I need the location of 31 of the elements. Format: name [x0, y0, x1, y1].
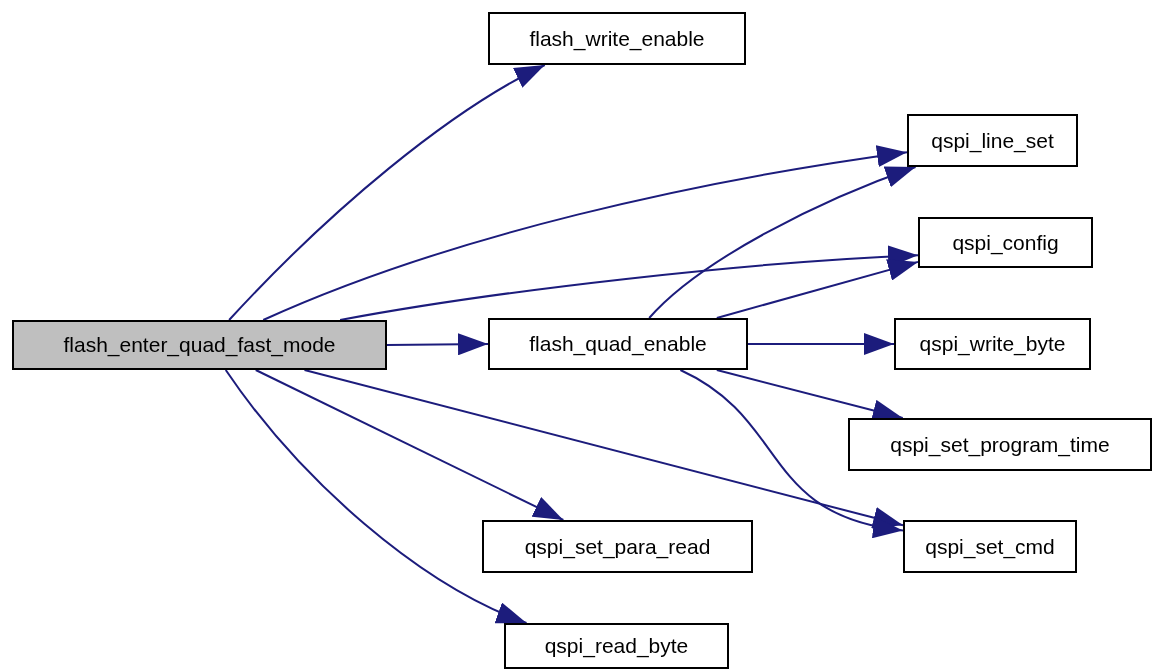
function-box	[903, 520, 1077, 573]
function-box	[12, 320, 387, 370]
function-box	[504, 623, 729, 669]
function-name: qspi_set_program_time	[890, 432, 1110, 457]
function-name: qspi_write_byte	[919, 332, 1066, 356]
call-arrow	[228, 64, 546, 321]
function-box	[907, 114, 1078, 167]
function-name: qspi_set_para_read	[524, 534, 711, 559]
function-box	[848, 418, 1152, 471]
function-box	[488, 12, 746, 65]
function-name: flash_enter_quad_fast_mode	[63, 333, 336, 357]
function-box	[482, 520, 753, 573]
function-box	[918, 217, 1093, 268]
function-box	[488, 318, 748, 370]
call-arrow	[303, 369, 904, 529]
function-name: flash_write_enable	[529, 26, 705, 51]
function-name: qspi_read_byte	[544, 634, 689, 658]
call-arrow	[254, 369, 565, 521]
function-name: flash_quad_enable	[529, 332, 707, 356]
call-arrow	[262, 145, 908, 321]
function-name: qspi_config	[952, 230, 1059, 255]
call-arrow	[339, 245, 919, 321]
call-arrow	[679, 369, 904, 537]
call-arrow	[715, 259, 919, 319]
call-arrow	[224, 369, 528, 624]
function-name: qspi_set_cmd	[925, 534, 1055, 559]
call-arrow	[386, 333, 489, 356]
function-name: qspi_line_set	[931, 128, 1054, 153]
call-arrow	[648, 166, 917, 319]
function-box	[894, 318, 1091, 370]
call-arrow	[747, 333, 895, 355]
